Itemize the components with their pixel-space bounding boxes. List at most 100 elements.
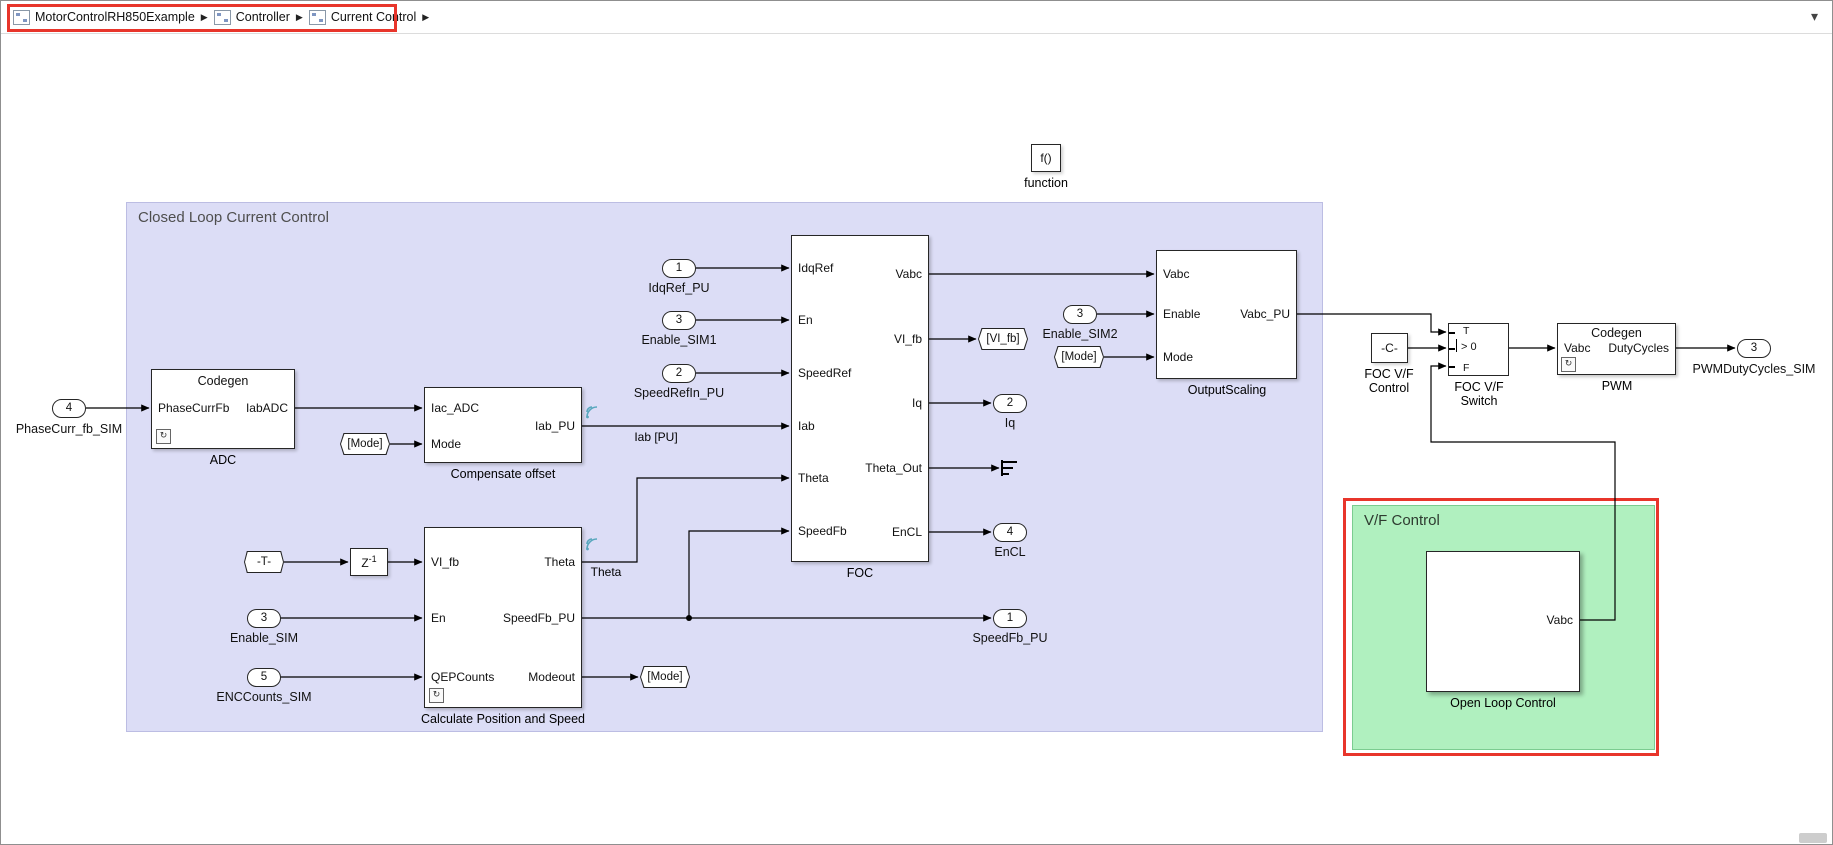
codegen-badge-icon: ↻ bbox=[1561, 357, 1576, 372]
port-label: DutyCycles bbox=[1608, 341, 1669, 355]
t-tag-label: -T- bbox=[256, 556, 272, 568]
codegen-badge-icon: ↻ bbox=[156, 429, 171, 444]
port-label: VI_fb bbox=[893, 332, 922, 346]
breadcrumb-label: MotorControlRH850Example bbox=[35, 10, 195, 24]
constant-label-line1: FOC V/F bbox=[1364, 367, 1414, 381]
port-label: SpeedFb bbox=[798, 524, 847, 538]
switch-true-label: T bbox=[1463, 325, 1470, 337]
corner-badge bbox=[1799, 833, 1827, 843]
switch-label-line1: FOC V/F bbox=[1454, 380, 1504, 394]
outport-iq[interactable]: 2 bbox=[993, 394, 1027, 413]
port-label: EnCL bbox=[891, 525, 922, 539]
port-label: Mode bbox=[1163, 350, 1194, 364]
model-icon bbox=[213, 9, 231, 25]
outport-pwmduty-label: PWMDutyCycles_SIM bbox=[1692, 362, 1816, 376]
outport-speedfb[interactable]: 1 bbox=[993, 609, 1027, 628]
pwm-header: Codegen bbox=[1591, 326, 1642, 340]
breadcrumb-item-controller[interactable]: Controller bbox=[213, 9, 290, 25]
port-label: Iab_PU bbox=[534, 419, 575, 433]
inport-enccounts[interactable]: 5 bbox=[247, 668, 281, 687]
breadcrumb-item-current-control[interactable]: Current Control bbox=[308, 9, 417, 25]
inport-enable-sim2-label: Enable_SIM2 bbox=[1042, 327, 1118, 341]
open-loop-control-block[interactable]: Vabc bbox=[1426, 551, 1580, 692]
mode-goto-tag[interactable]: [Mode] bbox=[640, 666, 690, 688]
model-icon bbox=[308, 9, 326, 25]
breadcrumb-separator-icon: ▶ bbox=[200, 11, 208, 22]
foc-block[interactable]: IdqRef En SpeedRef Iab Theta SpeedFb Vab… bbox=[791, 235, 929, 562]
outport-pwmduty[interactable]: 3 bbox=[1737, 339, 1771, 358]
function-block-label: function bbox=[1024, 176, 1068, 190]
terminator-block[interactable] bbox=[1001, 460, 1021, 476]
unit-delay-glyph: Z-1 bbox=[361, 554, 377, 570]
port-label: IabADC bbox=[245, 401, 288, 415]
inport-phasecurr[interactable]: 4 bbox=[52, 399, 86, 418]
port-label: Vabc bbox=[1546, 613, 1573, 627]
port-label: QEPCounts bbox=[431, 670, 495, 684]
unit-delay-block[interactable]: Z-1 bbox=[350, 548, 388, 576]
breadcrumb-separator-icon: ▶ bbox=[295, 11, 303, 22]
breadcrumb-label: Current Control bbox=[330, 10, 417, 24]
compensate-offset-block[interactable]: Iac_ADC Mode Iab_PU bbox=[424, 387, 582, 463]
port-label: Vabc bbox=[1163, 267, 1190, 281]
pwm-label: PWM bbox=[1601, 379, 1633, 393]
tag-label: [Mode] bbox=[647, 671, 683, 683]
t-goto-tag[interactable]: -T- bbox=[244, 551, 284, 573]
breadcrumb-item-model[interactable]: MotorControlRH850Example bbox=[13, 9, 195, 25]
breadcrumb-label: Controller bbox=[235, 10, 290, 24]
calc-position-speed-block[interactable]: VI_fb En QEPCounts Theta SpeedFb_PU Mode… bbox=[424, 527, 582, 708]
constant-label-line2: Control bbox=[1368, 381, 1410, 395]
adc-label: ADC bbox=[209, 453, 237, 467]
constant-block[interactable]: -C- bbox=[1371, 333, 1408, 363]
tag-label: [Mode] bbox=[347, 438, 383, 450]
port-label: SpeedFb_PU bbox=[502, 611, 575, 625]
foc-label: FOC bbox=[846, 566, 874, 580]
wire-label-iab-pu: Iab [PU] bbox=[634, 430, 678, 444]
inport-speedref-label: SpeedRefIn_PU bbox=[633, 386, 725, 400]
inport-enccounts-label: ENCCounts_SIM bbox=[216, 690, 312, 704]
port-label: Iq bbox=[911, 396, 922, 410]
inport-enable-sim[interactable]: 3 bbox=[247, 609, 281, 628]
signal-logging-icon bbox=[585, 405, 599, 419]
inport-enable-sim1[interactable]: 3 bbox=[662, 311, 696, 330]
switch-false-label: F bbox=[1463, 362, 1470, 374]
outport-encl-label: EnCL bbox=[994, 545, 1026, 559]
pwm-block[interactable]: Codegen Vabc DutyCycles ↻ bbox=[1557, 323, 1676, 375]
vifb-goto-tag[interactable]: [VI_fb] bbox=[978, 328, 1028, 350]
inport-idqref-label: IdqRef_PU bbox=[648, 281, 710, 295]
inport-enable-sim2[interactable]: 3 bbox=[1063, 305, 1097, 324]
breadcrumb-dropdown-icon[interactable]: ▾ bbox=[1810, 8, 1818, 24]
port-label: Vabc_PU bbox=[1240, 307, 1290, 321]
tag-label: [VI_fb] bbox=[986, 333, 1020, 345]
port-label: En bbox=[798, 313, 813, 327]
port-label: Enable bbox=[1163, 307, 1201, 321]
mode-from-tag[interactable]: [Mode] bbox=[340, 433, 390, 455]
port-label: Vabc bbox=[895, 267, 922, 281]
tag-label: [Mode] bbox=[1061, 351, 1097, 363]
inport-enable-sim1-label: Enable_SIM1 bbox=[641, 333, 717, 347]
switch-block[interactable]: T > 0 F bbox=[1448, 323, 1509, 376]
wire-label-theta: Theta bbox=[590, 565, 622, 579]
switch-criteria-label: > 0 bbox=[1461, 341, 1477, 353]
port-label: SpeedRef bbox=[798, 366, 852, 380]
port-label: IdqRef bbox=[798, 261, 834, 275]
port-label: Vabc bbox=[1564, 341, 1591, 355]
mode-from-tag-2[interactable]: [Mode] bbox=[1054, 346, 1104, 368]
port-label: Theta bbox=[798, 471, 829, 485]
adc-block[interactable]: Codegen PhaseCurrFb IabADC ↻ bbox=[151, 369, 295, 449]
output-scaling-block[interactable]: Vabc Enable Mode Vabc_PU bbox=[1156, 250, 1297, 379]
inport-idqref[interactable]: 1 bbox=[662, 259, 696, 278]
compensate-offset-label: Compensate offset bbox=[450, 467, 556, 481]
vf-control-area-label: V/F Control bbox=[1364, 512, 1440, 529]
closed-loop-area[interactable] bbox=[126, 202, 1323, 732]
port-label: Mode bbox=[431, 437, 462, 451]
inport-speedref[interactable]: 2 bbox=[662, 364, 696, 383]
adc-header: Codegen bbox=[197, 374, 249, 388]
inport-phasecurr-label: PhaseCurr_fb_SIM bbox=[15, 422, 123, 436]
function-block[interactable]: f() bbox=[1031, 144, 1061, 172]
open-loop-control-label: Open Loop Control bbox=[1450, 696, 1556, 710]
codegen-badge-icon: ↻ bbox=[429, 688, 444, 703]
port-label: Theta bbox=[544, 555, 575, 569]
port-label: En bbox=[431, 611, 446, 625]
outport-encl[interactable]: 4 bbox=[993, 523, 1027, 542]
